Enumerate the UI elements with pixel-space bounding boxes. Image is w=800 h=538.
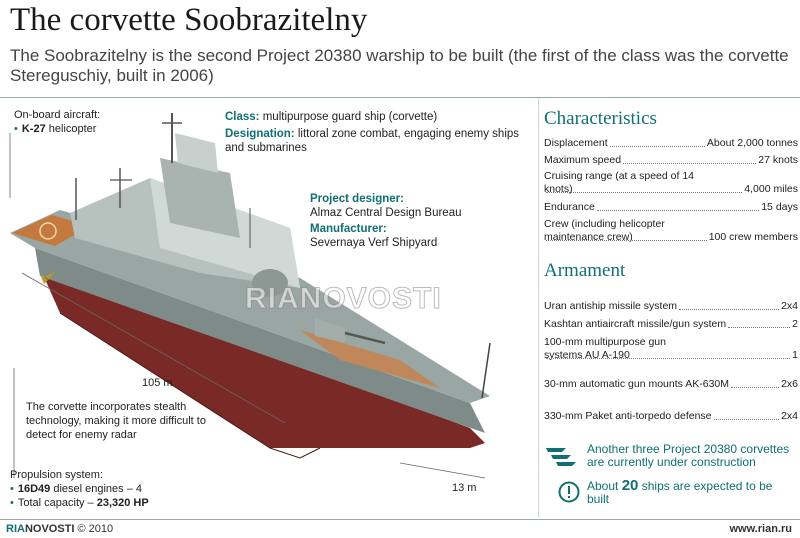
- corvette-illustration: [9, 113, 491, 479]
- aircraft-desc: helicopter: [45, 123, 97, 135]
- watermark: RIANOVOSTI: [245, 282, 442, 316]
- char-row-value-line: 100 crew members: [544, 231, 798, 244]
- class-block: Class: multipurpose guard ship (corvette…: [225, 110, 525, 155]
- engine-desc: diesel engines – 4: [50, 483, 143, 495]
- characteristics-title: Characteristics: [544, 108, 657, 129]
- char-value: 27 knots: [758, 154, 798, 166]
- char-label: Maximum speed: [544, 154, 622, 166]
- capacity-value: 23,320 HP: [96, 497, 149, 509]
- arm-row: 30-mm automatic gun mounts AK-630M 2x6: [544, 378, 798, 391]
- helipad: [12, 215, 90, 246]
- length-dimension-line: [21, 272, 286, 424]
- class-label: Class:: [225, 111, 260, 123]
- bottom-divider: [0, 519, 800, 520]
- char-value: 100 crew members: [708, 231, 798, 243]
- page-subtitle: The Soobrazitelny is the second Project …: [10, 46, 789, 85]
- stealth-note: The corvette incorporates stealth techno…: [26, 401, 206, 441]
- char-label: Endurance: [544, 201, 595, 213]
- designer-label: Project designer:: [310, 193, 404, 205]
- char-value: 15 days: [761, 201, 798, 213]
- ships-icon: [546, 448, 576, 466]
- forward-gun: [315, 318, 345, 343]
- copyright: © 2010: [74, 523, 114, 535]
- char-row-value-line: 4,000 miles: [544, 183, 798, 196]
- length-label: 105 m: [142, 377, 173, 389]
- manufacturer-value: Severnaya Verf Shipyard: [310, 237, 438, 249]
- armament-title: Armament: [544, 260, 626, 281]
- expected-note: About 20 ships are expected to be built: [587, 477, 773, 506]
- char-row: Maximum speed 27 knots: [544, 154, 798, 167]
- propeller: [40, 272, 56, 284]
- expected-number: 20: [621, 477, 639, 494]
- char-row: Displacement About 2,000 tonnes: [544, 137, 798, 150]
- arm-label: Kashtan antiaircraft missile/gun system: [544, 318, 727, 330]
- aircraft-label: On-board aircraft:: [14, 109, 101, 121]
- class-value: multipurpose guard ship (corvette): [259, 111, 438, 123]
- ship-side: [35, 248, 485, 433]
- designation-value: littoral zone combat, engaging enemy shi…: [225, 128, 520, 154]
- char-value: 4,000 miles: [744, 183, 798, 195]
- top-divider: [0, 97, 800, 98]
- arm-label: Uran antiship missile system: [544, 300, 678, 312]
- arm-value: 2x4: [781, 410, 798, 422]
- footer-brand: RIANOVOSTI © 2010: [6, 523, 113, 535]
- arm-value: 1: [792, 349, 798, 361]
- capacity-label: Total capacity –: [17, 497, 97, 509]
- manufacturer-label: Manufacturer:: [310, 223, 387, 235]
- aircraft-callout: On-board aircraft: K-27 helicopter: [14, 108, 124, 136]
- propulsion-block: Propulsion system: 16D49 diesel engines …: [10, 468, 230, 510]
- forward-deck: [300, 330, 440, 388]
- footer-url[interactable]: www.rian.ru: [729, 523, 792, 535]
- char-row: Endurance 15 days: [544, 201, 798, 214]
- exclamation-icon: [558, 481, 580, 503]
- char-value: About 2,000 tonnes: [706, 137, 798, 149]
- construction-note: Another three Project 20380 corvettes ar…: [587, 442, 790, 469]
- brand-novosti: NOVOSTI: [24, 523, 75, 535]
- engine-name: 16D49: [17, 483, 51, 495]
- aircraft-name: K-27: [21, 123, 46, 135]
- bridge-tower: [160, 158, 240, 238]
- beam-label: 13 m: [452, 482, 477, 494]
- column-divider: [538, 98, 539, 518]
- arm-row: 330-mm Paket anti-torpedo defense 2x4: [544, 410, 798, 423]
- arm-label: 330-mm Paket anti-torpedo defense: [544, 410, 712, 422]
- arm-label: 30-mm automatic gun mounts AK-630M: [544, 378, 730, 390]
- designation-label: Designation:: [225, 128, 295, 140]
- arm-value: 2x4: [781, 300, 798, 312]
- designer-block: Project designer: Almaz Central Design B…: [310, 192, 530, 250]
- propulsion-label: Propulsion system:: [10, 469, 103, 481]
- designer-value: Almaz Central Design Bureau: [310, 207, 462, 219]
- page-title: The corvette Soobrazitelny: [10, 2, 368, 38]
- kashtan-mount: [252, 269, 288, 297]
- beam-dimension-line: [399, 462, 486, 479]
- arm-row-value-line: 1: [544, 349, 798, 362]
- brand-ria: RIA: [6, 523, 25, 535]
- arm-value: 2x6: [781, 378, 798, 390]
- arm-row: Kashtan antiaircraft missile/gun system 2: [544, 318, 798, 331]
- arm-row: Uran antiship missile system 2x4: [544, 300, 798, 313]
- char-label: Displacement: [544, 137, 608, 149]
- arm-value: 2: [792, 318, 798, 330]
